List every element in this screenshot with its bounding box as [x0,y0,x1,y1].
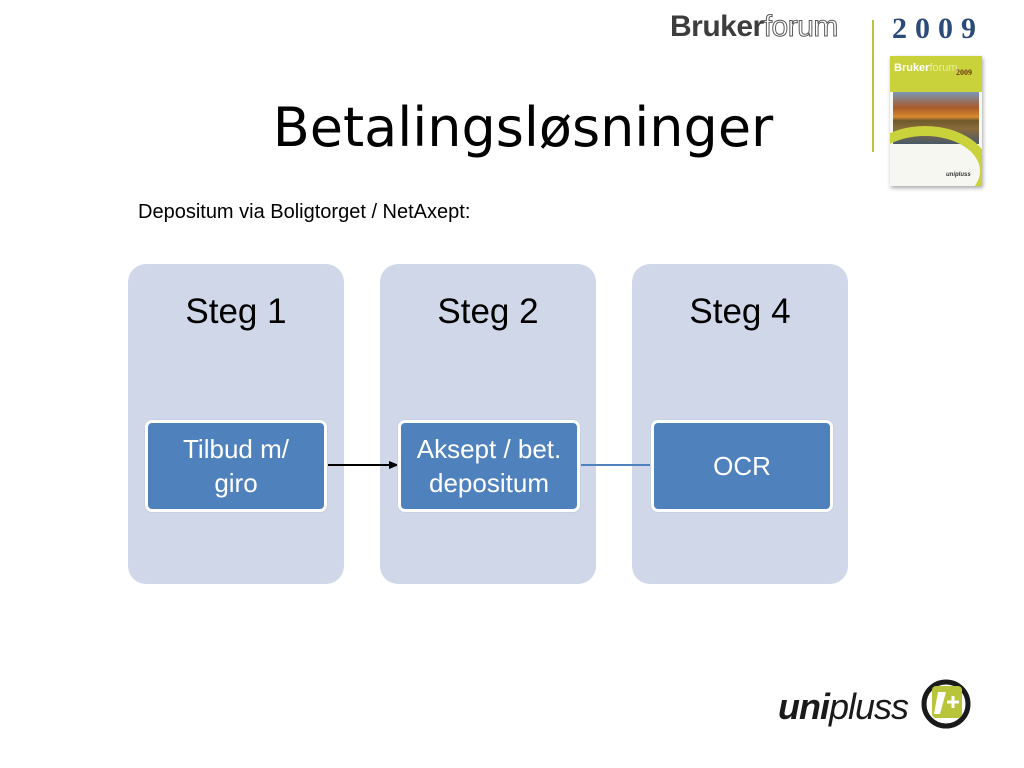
step-box-2: Aksept / bet. depositum [398,420,580,512]
step-heading: Steg 2 [437,292,539,331]
brukerforum-logo: Brukerforum [670,8,839,46]
logo-text-pluss: pluss [828,686,909,727]
logo-text-bruker: Bruker [670,10,764,43]
cover-year: 2009 [956,68,972,77]
brochure-cover-image: Brukerforum 2009 unipluss [890,56,982,186]
step-heading: Steg 4 [689,292,791,331]
logo-text-uni: uni [778,686,830,727]
logo-text-forum: forum [763,10,839,44]
cover-header-band [890,56,982,92]
step-box-line: OCR [713,451,771,481]
cover-logo: unipluss [946,172,971,178]
step-box-line: depositum [429,468,549,498]
unipluss-mark-icon [921,679,971,729]
cover-brand-part1: Bruker [894,62,930,74]
slide-title: Betalingsløsninger [272,96,774,159]
unipluss-logo: unipluss [778,686,909,728]
step-box-line: giro [214,468,258,498]
cover-brand-part2: forum [929,62,958,74]
header-divider [872,20,874,152]
step-box-line: Aksept / bet. [416,434,562,464]
cover-brand: Brukerforum [894,62,958,74]
header-year: 2009 [892,12,984,45]
step-box-1: Tilbud m/ giro [145,420,327,512]
step-box-line: Tilbud m/ [183,434,289,464]
step-box-3: OCR [651,420,833,512]
step-heading: Steg 1 [185,292,287,331]
slide-subtitle: Depositum via Boligtorget / NetAxept: [138,201,471,223]
cover-swoosh [890,126,982,186]
